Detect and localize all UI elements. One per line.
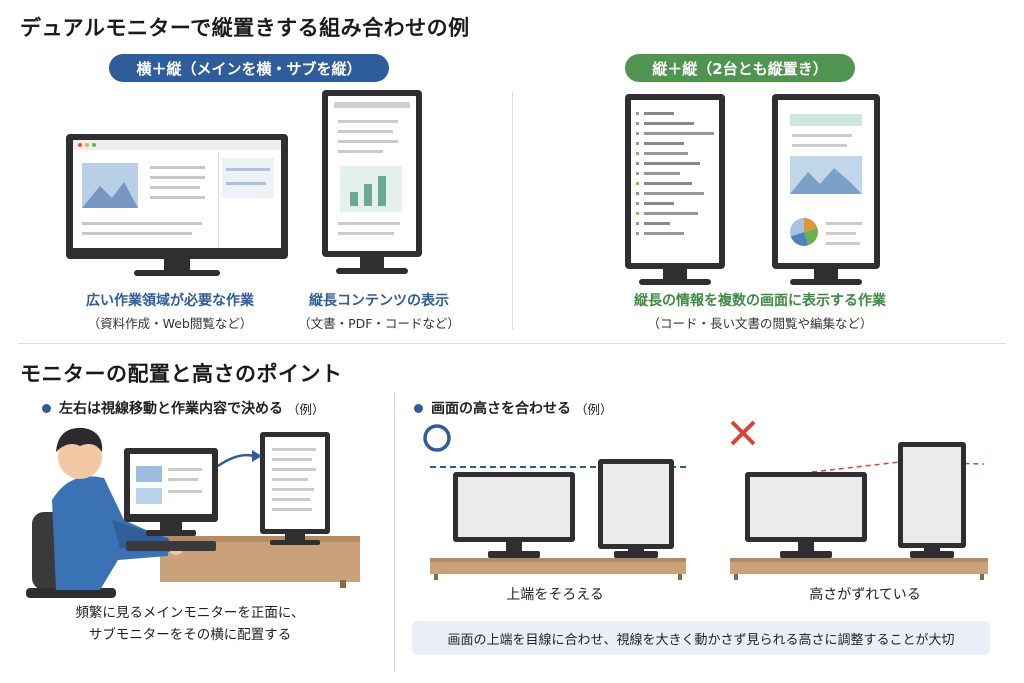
placement-caption: 頻繁に見るメインモニターを正面に、 サブモニターをその横に配置する bbox=[40, 602, 340, 646]
wide-monitor-illustration bbox=[66, 134, 288, 276]
code-monitor-illustration bbox=[625, 94, 725, 285]
tall-monitor-illustration bbox=[322, 90, 422, 274]
placement-heading-note: （例） bbox=[287, 401, 325, 417]
dual-portrait-caption-main: 縦長の情報を複数の画面に表示する作業 bbox=[634, 293, 886, 309]
placement-heading-text: 左右は視線移動と作業内容で決める bbox=[59, 401, 283, 417]
section1-divider bbox=[512, 92, 513, 330]
person-desk-illustration bbox=[26, 427, 360, 598]
dual-portrait-caption-sub: （コード・長い文書の閲覧や編集など） bbox=[647, 316, 873, 331]
misaligned-height-illustration bbox=[730, 420, 988, 580]
section-divider bbox=[18, 343, 1006, 344]
placement-caption-line2: サブモニターをその横に配置する bbox=[88, 627, 292, 643]
bullet-dot-icon bbox=[42, 403, 51, 413]
bullet-dot-icon bbox=[414, 403, 423, 413]
good-label: 上端をそろえる bbox=[506, 587, 604, 603]
section1-title: デュアルモニターで縦置きする組み合わせの例 bbox=[20, 16, 470, 40]
bad-cross-icon bbox=[730, 420, 756, 446]
good-circle-icon bbox=[423, 424, 451, 452]
wide-monitor-caption: 広い作業領域が必要な作業 （資料作成・Web閲覧など） bbox=[70, 290, 270, 332]
wide-monitor-caption-main: 広い作業領域が必要な作業 bbox=[86, 293, 254, 309]
wide-monitor-caption-sub: （資料作成・Web閲覧など） bbox=[87, 316, 253, 331]
height-heading-note: （例） bbox=[575, 401, 613, 417]
placement-caption-line1: 頻繁に見るメインモニターを正面に、 bbox=[75, 605, 305, 621]
height-note: 画面の上端を目線に合わせ、視線を大きく動かさず見られる高さに調整することが大切 bbox=[412, 621, 990, 655]
section2-divider bbox=[394, 392, 395, 672]
aligned-height-illustration bbox=[423, 424, 690, 580]
dual-portrait-caption: 縦長の情報を複数の画面に表示する作業 （コード・長い文書の閲覧や編集など） bbox=[580, 290, 940, 332]
landscape-portrait-pill: 横＋縦（メインを横・サブを縦） bbox=[109, 54, 389, 82]
bad-label: 高さがずれている bbox=[809, 587, 921, 603]
height-heading-text: 画面の高さを合わせる bbox=[431, 401, 571, 417]
document-monitor-illustration bbox=[772, 94, 880, 285]
tall-monitor-caption: 縦長コンテンツの表示 （文書・PDF・コードなど） bbox=[284, 290, 474, 332]
portrait-portrait-pill: 縦＋縦（2台とも縦置き） bbox=[625, 54, 855, 82]
section2-title: モニターの配置と高さのポイント bbox=[20, 362, 343, 386]
tall-monitor-caption-sub: （文書・PDF・コードなど） bbox=[298, 316, 460, 331]
height-heading: 画面の高さを合わせる （例） bbox=[414, 398, 613, 418]
tall-monitor-caption-main: 縦長コンテンツの表示 bbox=[309, 293, 449, 309]
placement-heading: 左右は視線移動と作業内容で決める （例） bbox=[42, 398, 325, 418]
